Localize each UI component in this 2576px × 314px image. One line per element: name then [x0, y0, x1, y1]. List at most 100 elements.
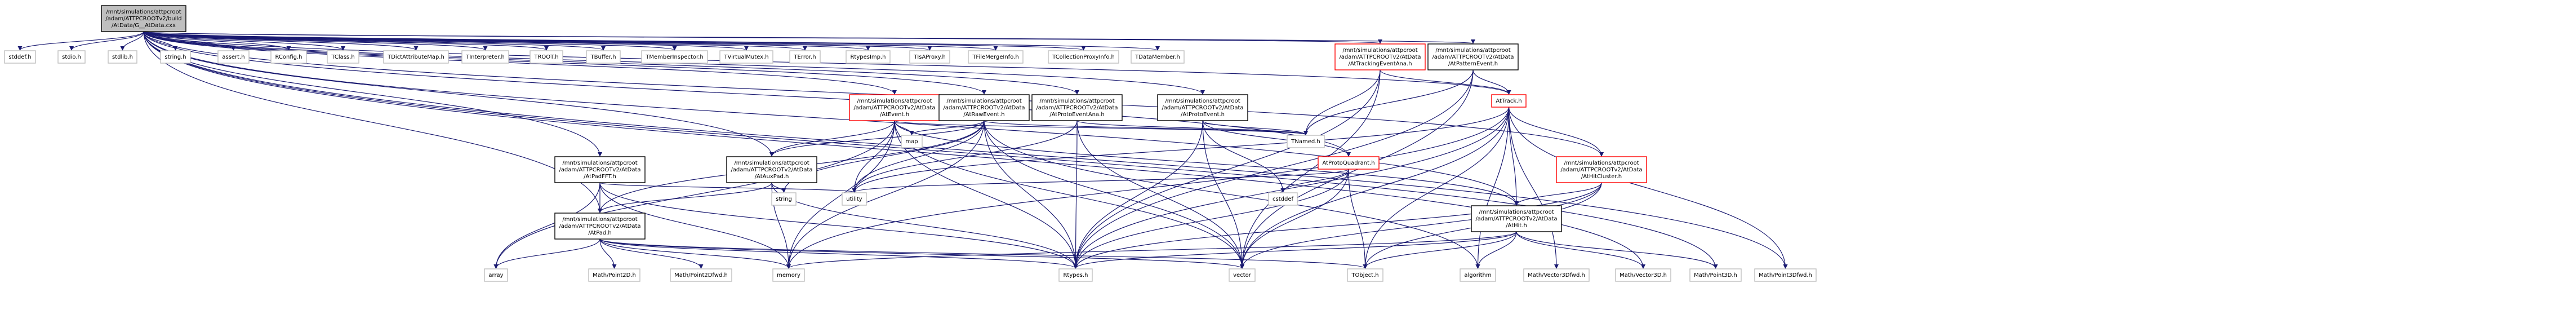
edge-athit-to-memory — [786, 231, 1517, 269]
node-tisaproxy[interactable]: TIsAProxy.h — [909, 50, 950, 64]
edge-atevent-to-atauxpad — [769, 120, 895, 157]
node-array[interactable]: array — [484, 268, 508, 282]
edge-root-to-tdatamember — [143, 31, 1160, 51]
node-tfilemerge[interactable]: TFileMergeInfo.h — [968, 50, 1024, 64]
node-box — [772, 268, 805, 282]
node-rtypesimp[interactable]: RtypesImp.h — [846, 50, 891, 64]
node-label: /AtData/G__AtData.cxx — [112, 23, 176, 29]
node-box — [1268, 192, 1298, 206]
node-athit[interactable]: /mnt/simulations/attpcroot/adam/ATTPCROO… — [1471, 205, 1562, 232]
edge-atprotoquad-to-cstddef — [1280, 169, 1349, 193]
edge-atpad-to-memory — [599, 238, 791, 269]
node-string_h[interactable]: string.h — [160, 50, 191, 64]
node-vector[interactable]: vector — [1229, 268, 1256, 282]
node-tcollproxy[interactable]: TCollectionProxyInfo.h — [1048, 50, 1119, 64]
node-cstddef[interactable]: cstddef — [1268, 192, 1298, 206]
node-assert[interactable]: assert.h — [217, 50, 250, 64]
node-string[interactable]: string — [771, 192, 797, 206]
node-label: /AtProtoEventAna.h — [1049, 112, 1104, 118]
node-label: TDictAttributeMap.h — [387, 54, 444, 60]
node-atpadfft[interactable]: /mnt/simulations/attpcroot/adam/ATTPCROO… — [554, 156, 646, 183]
node-tvirtmutex[interactable]: TVirtualMutex.h — [719, 50, 773, 64]
node-terror[interactable]: TError.h — [789, 50, 821, 64]
node-tmeminsp[interactable]: TMemberInspector.h — [641, 50, 708, 64]
node-stdio[interactable]: stdio.h — [57, 50, 86, 64]
node-atevent[interactable]: /mnt/simulations/attpcroot/adam/ATTPCROO… — [849, 94, 940, 121]
node-map[interactable]: map — [901, 135, 923, 148]
node-troot[interactable]: TROOT.h — [530, 50, 563, 64]
node-box — [1471, 205, 1562, 232]
edge-atevent-to-array — [493, 120, 895, 269]
node-box — [108, 50, 137, 64]
edge-atprotoquad-to-utility — [852, 169, 1349, 193]
node-label: /adam/ATTPCROOTv2/AtData — [1475, 216, 1557, 222]
node-label: TClass.h — [331, 54, 354, 60]
node-atprotoquad[interactable]: AtProtoQuadrant.h — [1318, 156, 1380, 170]
node-atprotoevent[interactable]: /mnt/simulations/attpcroot/adam/ATTPCROO… — [1157, 94, 1248, 121]
edge-attrack-to-vector — [1240, 107, 1510, 269]
node-box — [1427, 43, 1519, 70]
node-label: /mnt/simulations/attpcroot — [106, 9, 181, 15]
node-label: /adam/ATTPCROOTv2/AtData — [1432, 54, 1514, 60]
node-atprotoana[interactable]: /mnt/simulations/attpcroot/adam/ATTPCROO… — [1031, 94, 1123, 121]
edge-atprotoevent-to-tnamed — [1202, 120, 1308, 135]
edge-athit-to-point3d — [1516, 231, 1718, 269]
node-memory[interactable]: memory — [772, 268, 805, 282]
node-atpattern[interactable]: /mnt/simulations/attpcroot/adam/ATTPCROO… — [1427, 43, 1519, 70]
node-box — [1131, 50, 1185, 64]
edge-root-to-stdio — [69, 31, 144, 51]
node-label: algorithm — [1464, 272, 1491, 278]
node-tnamed[interactable]: TNamed.h — [1287, 135, 1325, 148]
node-vector3dfwd[interactable]: Math/Vector3Dfwd.h — [1523, 268, 1590, 282]
node-label: /adam/ATTPCROOTv2/AtData — [853, 105, 935, 111]
node-atauxpad[interactable]: /mnt/simulations/attpcroot/adam/ATTPCROO… — [726, 156, 817, 183]
edge-atpadfft-to-utility — [599, 182, 857, 193]
node-label: /mnt/simulations/attpcroot — [946, 98, 1021, 104]
edge-root-to-atprotoquad — [143, 31, 1351, 157]
edge-atprotoevent-to-rtypes — [1073, 120, 1203, 269]
node-algorithm[interactable]: algorithm — [1460, 268, 1496, 282]
node-tdatamember[interactable]: TDataMember.h — [1131, 50, 1185, 64]
node-label: /adam/ATTPCROOTv2/AtData — [1036, 105, 1118, 111]
node-label: /AtEvent.h — [880, 112, 909, 118]
node-stddef[interactable]: stddef.h — [4, 50, 36, 64]
node-utility[interactable]: utility — [842, 192, 867, 206]
node-tclass[interactable]: TClass.h — [327, 50, 359, 64]
node-label: TNamed.h — [1291, 139, 1320, 145]
node-label: Math/Point2D.h — [593, 272, 636, 278]
node-point2d[interactable]: Math/Point2D.h — [588, 268, 640, 282]
node-label: stdio.h — [62, 54, 81, 60]
node-attrackarea[interactable]: /mnt/simulations/attpcroot/adam/ATTPCROO… — [1334, 43, 1426, 70]
node-athitcluster[interactable]: /mnt/simulations/attpcroot/adam/ATTPCROO… — [1556, 156, 1647, 183]
node-point3d[interactable]: Math/Point3D.h — [1689, 268, 1742, 282]
node-atpad[interactable]: /mnt/simulations/attpcroot/adam/ATTPCROO… — [554, 213, 646, 240]
edge-atrawevent-to-map — [909, 120, 985, 135]
node-tobject[interactable]: TObject.h — [1347, 268, 1383, 282]
node-atrawevent[interactable]: /mnt/simulations/attpcroot/adam/ATTPCROO… — [938, 94, 1030, 121]
node-tinterp[interactable]: TInterpreter.h — [461, 50, 509, 64]
node-label: /AtPatternEvent.h — [1448, 61, 1498, 67]
node-rtypes[interactable]: Rtypes.h — [1058, 268, 1093, 282]
edge-atrawevent-to-tnamed — [984, 120, 1308, 135]
node-box — [1031, 94, 1123, 121]
edge-atrawevent-to-vector — [984, 120, 1244, 269]
node-box — [554, 156, 646, 183]
node-label: /AtPadFFT.h — [584, 174, 616, 180]
node-point3dfwd[interactable]: Math/Point3Dfwd.h — [1754, 268, 1817, 282]
edge-atprotoevent-to-vector — [1202, 120, 1244, 269]
node-label: TROOT.h — [533, 54, 558, 60]
node-tdictattr[interactable]: TDictAttributeMap.h — [383, 50, 449, 64]
edge-atprotoana-to-vector — [1076, 120, 1244, 269]
node-stdlib[interactable]: stdlib.h — [108, 50, 137, 64]
node-point2dfwd[interactable]: Math/Point2Dfwd.h — [670, 268, 732, 282]
node-rconfig[interactable]: RConfig.h — [270, 50, 307, 64]
node-vector3d[interactable]: Math/Vector3D.h — [1615, 268, 1671, 282]
node-box — [217, 50, 250, 64]
node-box — [461, 50, 509, 64]
node-attrack[interactable]: AtTrack.h — [1491, 94, 1527, 108]
node-root[interactable]: /mnt/simulations/attpcroot/adam/ATTPCROO… — [101, 5, 186, 32]
node-label: /adam/ATTPCROOTv2/AtData — [731, 167, 812, 173]
node-tbuffer[interactable]: TBuffer.h — [586, 50, 621, 64]
node-label: /AtRawEvent.h — [963, 112, 1004, 118]
edge-atpadfft-to-rtypes — [599, 182, 1078, 269]
